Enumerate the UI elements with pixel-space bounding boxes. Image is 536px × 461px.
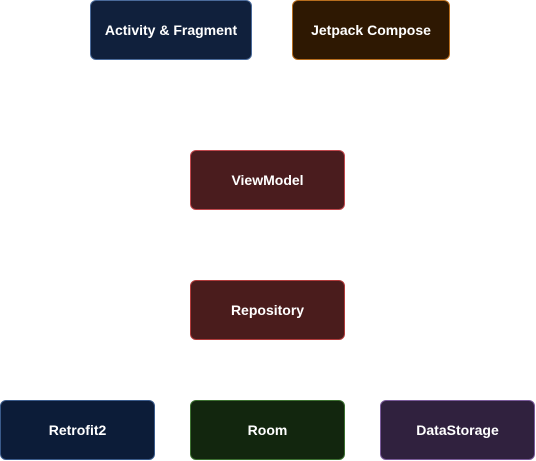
retrofit2-node: Retrofit2 — [0, 400, 155, 460]
datastorage-node: DataStorage — [380, 400, 535, 460]
repository-node: Repository — [190, 280, 345, 340]
jetpack-compose-node: Jetpack Compose — [292, 0, 450, 60]
activity-fragment-node: Activity & Fragment — [90, 0, 252, 60]
room-node: Room — [190, 400, 345, 460]
viewmodel-node: ViewModel — [190, 150, 345, 210]
